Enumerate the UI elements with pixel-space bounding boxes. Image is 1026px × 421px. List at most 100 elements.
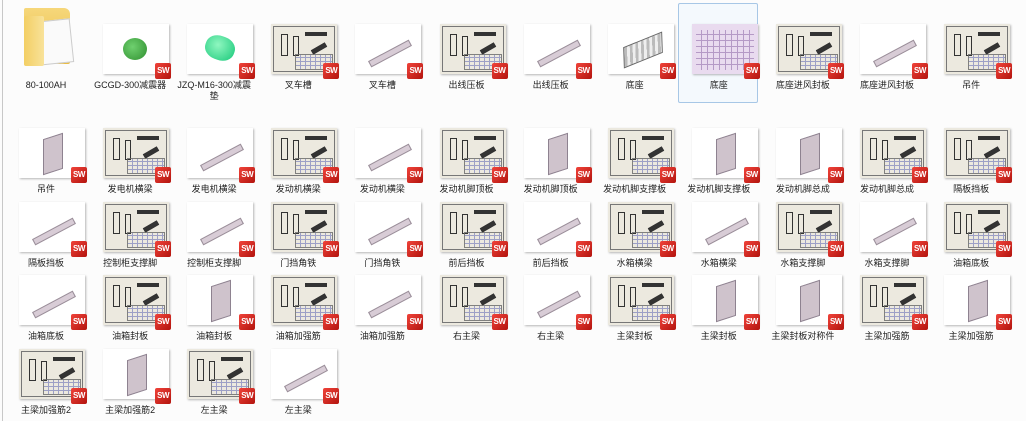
solidworks-badge-icon: SW: [996, 241, 1013, 257]
file-name-label: JZQ-M16-300减震垫: [177, 80, 251, 101]
file-name-label: 水箱支撑脚: [864, 258, 910, 268]
file-name-label: 油箱封板: [112, 331, 149, 341]
solidworks-badge-icon: SW: [155, 388, 172, 404]
drawing-thumbnail-icon: [439, 24, 506, 74]
file-item[interactable]: SW 油箱底板: [930, 181, 1013, 273]
file-name-label: 出线压板: [532, 80, 569, 90]
solidworks-badge-icon: SW: [827, 63, 844, 79]
file-name-label: 油箱加强筋: [359, 331, 405, 341]
file-name-label: 发动机脚支撑板: [687, 184, 751, 194]
file-name-label: 水箱横梁: [616, 258, 653, 268]
solidworks-badge-icon: SW: [996, 63, 1013, 79]
file-name-label: 水箱横梁: [700, 258, 737, 268]
solidworks-badge-icon: SW: [491, 167, 508, 183]
file-name-label: 油箱加强筋: [275, 331, 321, 341]
file-name-label: 左主梁: [200, 405, 228, 415]
file-name-label: 前后挡板: [448, 258, 485, 268]
drawing-thumbnail-icon: [439, 275, 506, 325]
file-name-label: 吊件: [36, 184, 55, 194]
drawing-thumbnail-icon: [860, 128, 926, 178]
solidworks-badge-icon: SW: [407, 63, 424, 79]
solidworks-badge-icon: SW: [743, 63, 760, 79]
solidworks-badge-icon: SW: [323, 167, 340, 183]
file-name-label: 右主梁: [452, 331, 480, 341]
solidworks-badge-icon: SW: [912, 241, 928, 257]
solidworks-badge-icon: SW: [827, 167, 844, 183]
solidworks-badge-icon: SW: [155, 167, 172, 183]
solidworks-badge-icon: SW: [575, 167, 592, 183]
solidworks-badge-icon: SW: [743, 241, 760, 257]
solidworks-badge-icon: SW: [912, 314, 928, 330]
left-pane-border: [2, 0, 3, 421]
solidworks-badge-icon: SW: [659, 63, 676, 79]
solidworks-badge-icon: SW: [323, 388, 340, 404]
solidworks-badge-icon: SW: [323, 63, 340, 79]
solidworks-badge-icon: SW: [407, 241, 424, 257]
file-name-label: 油箱底板: [27, 331, 64, 341]
file-name-label: 右主梁: [537, 331, 565, 341]
folder-item[interactable]: 80-100AH: [5, 3, 85, 103]
solidworks-badge-icon: SW: [491, 63, 508, 79]
solidworks-badge-icon: SW: [912, 63, 928, 79]
file-item[interactable]: SW 水箱横梁: [678, 181, 760, 273]
file-name-label: 发动机脚总成: [775, 184, 830, 194]
file-name-label: 油箱底板: [953, 258, 990, 268]
solidworks-badge-icon: SW: [407, 167, 424, 183]
solidworks-badge-icon: SW: [407, 314, 424, 330]
solidworks-badge-icon: SW: [239, 167, 256, 183]
solidworks-badge-icon: SW: [323, 314, 340, 330]
file-name-label: 隔板挡板: [27, 258, 64, 268]
file-name-label: 发动机脚总成: [859, 184, 914, 194]
file-name-label: 主梁加强筋: [864, 331, 910, 341]
